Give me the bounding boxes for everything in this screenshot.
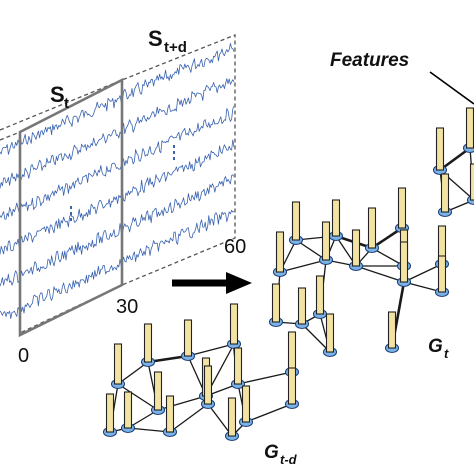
feature-bar — [203, 365, 213, 405]
graph-edge — [117, 361, 149, 385]
graph-edge — [169, 403, 209, 433]
feature-bar — [287, 367, 297, 405]
graph-edge — [187, 343, 235, 357]
window-current-label: S — [50, 82, 65, 107]
transform-arrow — [172, 272, 252, 294]
axis-tick-60: 60 — [224, 236, 246, 258]
feature-bar — [315, 275, 325, 315]
signal-trace — [0, 209, 235, 319]
feature-bar — [165, 395, 175, 433]
feature-bar — [287, 331, 297, 373]
feature-bar — [291, 201, 301, 241]
feature-bar — [367, 207, 377, 249]
graph-current-label: G — [428, 336, 443, 357]
signal-trace — [0, 174, 235, 287]
graph-past-subscript: t-d — [280, 452, 298, 467]
feature-bar — [297, 287, 307, 325]
graph-edge — [237, 371, 293, 385]
signal-trace — [0, 139, 235, 255]
window-frame-top-dashed — [0, 131, 21, 141]
window-frame-current — [18, 77, 124, 338]
window-future-label: S — [148, 26, 163, 51]
ellipsis-marks — [70, 145, 175, 221]
graph-edge — [245, 403, 293, 423]
signal-trace — [0, 78, 235, 189]
axis-tick-30: 30 — [116, 296, 138, 318]
feature-bar — [275, 231, 285, 273]
graph-edge — [355, 265, 405, 283]
feature-bar — [325, 313, 335, 353]
feature-bar — [183, 319, 193, 357]
arrow-head — [226, 272, 252, 294]
signal-trace — [0, 43, 235, 155]
graph-edge — [403, 263, 443, 283]
feature-bar — [469, 163, 474, 201]
feature-bar — [437, 255, 447, 293]
feature-bar — [387, 311, 397, 349]
features-label: Features — [330, 50, 409, 71]
feature-bar — [397, 187, 407, 229]
features-pointer — [429, 71, 474, 105]
feature-bar — [153, 371, 163, 411]
feature-bar — [465, 107, 474, 149]
feature-bar — [143, 323, 153, 363]
feature-bar — [399, 241, 409, 283]
graph-edge — [279, 259, 327, 273]
feature-bar — [331, 199, 341, 237]
feature-bar — [351, 229, 361, 267]
graph-edge — [127, 427, 171, 433]
feature-bar — [227, 397, 237, 437]
graph-current — [268, 187, 450, 358]
signal-panel: S t S t+d 0 30 60 — [0, 26, 246, 367]
axis-tick-0: 0 — [18, 345, 29, 367]
window-current-subscript: t — [64, 95, 69, 112]
graph-past-label: G — [264, 442, 279, 463]
feature-bar — [105, 393, 115, 433]
graph-edge — [301, 323, 331, 353]
feature-bar — [321, 221, 331, 261]
feature-bar — [271, 283, 281, 323]
signal-traces — [0, 43, 235, 319]
feature-bar — [435, 127, 445, 171]
graph-past — [102, 303, 300, 442]
feature-bar — [241, 385, 251, 423]
feature-bar — [123, 391, 133, 429]
window-future-subscript: t+d — [164, 39, 187, 56]
signal-trace — [0, 105, 235, 220]
graph-far — [432, 107, 474, 218]
graph-edge — [117, 383, 159, 411]
feature-bar — [233, 347, 243, 385]
feature-bar — [113, 343, 123, 385]
graph-edge — [157, 395, 207, 411]
feature-bar — [229, 303, 239, 345]
graph-current-subscript: t — [444, 346, 449, 361]
graph-edge-thick — [439, 146, 471, 172]
feature-bar — [440, 173, 450, 213]
